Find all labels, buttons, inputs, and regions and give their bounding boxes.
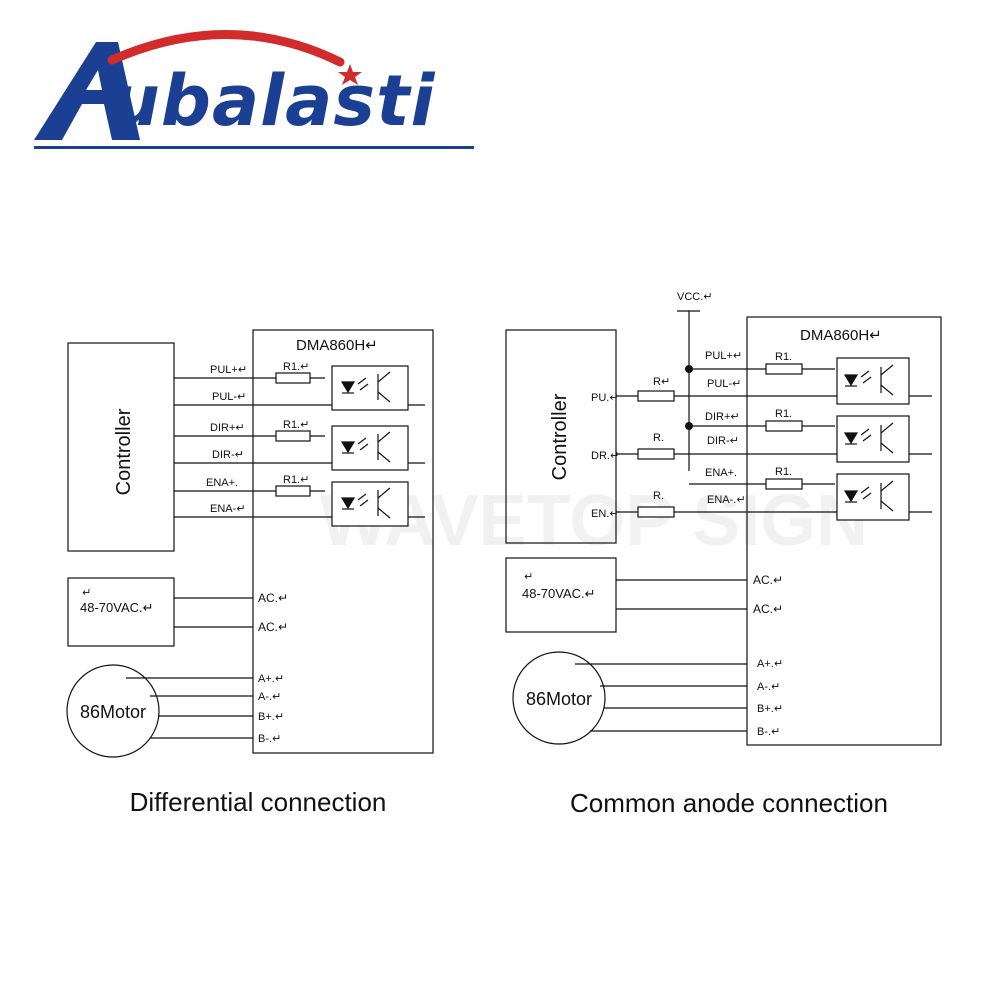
right-power-mark: ↵ xyxy=(524,571,533,583)
right-motor-pin-a-minus: A-.↵ xyxy=(757,681,780,693)
left-motor-label: 86Motor xyxy=(80,702,146,722)
right-ctrl-resistor-label-1: R↵ xyxy=(653,376,670,388)
logo-a-glyph xyxy=(34,42,140,140)
left-signal-ena-minus: ENA-↵ xyxy=(210,503,246,515)
left-opto-internals xyxy=(340,371,391,519)
right-optocoupler-1 xyxy=(836,357,910,405)
right-vcc-label: VCC.↵ xyxy=(677,291,713,303)
right-optocoupler-2 xyxy=(836,415,910,463)
logo-text: ubalasti xyxy=(110,60,436,142)
logo-a-notch xyxy=(86,70,102,90)
right-opto-3-symbol xyxy=(843,480,894,512)
right-opto-2-symbol xyxy=(843,422,894,454)
left-opto-3-symbol xyxy=(340,487,391,519)
right-opto-internals xyxy=(843,364,894,512)
right-controller-label: Controller xyxy=(549,393,571,480)
right-resistor-1 xyxy=(765,363,803,375)
logo-graphic xyxy=(34,30,474,149)
left-motor-circle xyxy=(66,664,160,758)
left-resistor-3 xyxy=(275,485,311,497)
left-signal-dir-minus: DIR-↵ xyxy=(212,449,244,461)
left-driver-title: DMA860H↵ xyxy=(296,337,378,354)
right-ctrl-pin-dr: DR.↵ xyxy=(591,450,619,462)
right-resistor-2 xyxy=(765,420,803,432)
left-signal-pul-plus: PUL+↵ xyxy=(210,364,247,376)
right-motor-label: 86Motor xyxy=(526,689,592,709)
left-motor-pin-b-minus: B-.↵ xyxy=(258,733,281,745)
right-ctrl-pin-pu: PU.↵ xyxy=(591,392,619,404)
left-optocoupler-1 xyxy=(331,365,409,411)
left-caption: Differential connection xyxy=(130,787,387,817)
right-junction-1 xyxy=(685,365,693,373)
left-optocoupler-3 xyxy=(331,481,409,527)
right-signal-dir-minus: DIR-↵ xyxy=(707,435,739,447)
right-ctrl-pin-en: EN.↵ xyxy=(591,508,619,520)
left-power-mark: ↵ xyxy=(82,587,91,599)
right-signal-dir-plus: DIR+↵ xyxy=(705,411,740,423)
left-resistor-1 xyxy=(275,372,311,384)
left-resistor-label-3: R1.↵ xyxy=(283,474,309,486)
logo-swoosh xyxy=(107,30,345,67)
left-ac-label-2: AC.↵ xyxy=(258,620,288,634)
left-optocoupler-2 xyxy=(331,425,409,471)
right-power-label: 48-70VAC.↵ xyxy=(522,586,596,601)
right-signal-ena-plus: ENA+. xyxy=(705,467,737,479)
left-signal-dir-plus: DIR+↵ xyxy=(210,422,245,434)
right-opto-1-symbol xyxy=(843,364,894,396)
left-resistor-label-1: R1.↵ xyxy=(283,361,309,373)
left-driver-box xyxy=(252,329,434,754)
brand-logo: ubalasti xyxy=(0,0,500,170)
watermark: WAVETOP SIGN xyxy=(320,481,868,561)
right-caption: Common anode connection xyxy=(570,788,888,818)
right-driver-box xyxy=(746,316,942,746)
right-motor-pin-b-plus: B+.↵ xyxy=(757,703,783,715)
right-resistor-label-1: R1. xyxy=(775,351,792,363)
right-ac-label-1: AC.↵ xyxy=(753,573,783,587)
right-resistor-label-3: R1. xyxy=(775,466,792,478)
right-junction-2 xyxy=(685,422,693,430)
logo-underline xyxy=(34,146,474,149)
left-motor-pin-b-plus: B+.↵ xyxy=(258,711,284,723)
left-opto-1-symbol xyxy=(340,371,391,403)
left-motor-pin-a-plus: A+.↵ xyxy=(258,673,284,685)
right-ctrl-resistor-1 xyxy=(637,390,675,402)
right-power-box xyxy=(505,557,617,633)
left-signal-ena-plus: ENA+. xyxy=(206,477,238,489)
right-resistor-3 xyxy=(765,478,803,490)
right-ctrl-resistor-3 xyxy=(637,506,675,518)
left-resistor-2 xyxy=(275,430,311,442)
left-ac-label-1: AC.↵ xyxy=(258,591,288,605)
right-motor-circle xyxy=(512,651,606,745)
logo-star-icon xyxy=(338,64,362,85)
right-resistor-label-2: R1. xyxy=(775,408,792,420)
left-power-label: 48-70VAC.↵ xyxy=(80,600,154,615)
left-opto-2-symbol xyxy=(340,431,391,463)
right-driver-title: DMA860H↵ xyxy=(800,327,882,344)
right-motor-pin-b-minus: B-.↵ xyxy=(757,726,780,738)
left-signal-pul-minus: PUL-↵ xyxy=(212,391,246,403)
right-ctrl-resistor-label-3: R. xyxy=(653,490,664,502)
right-ctrl-resistor-label-2: R. xyxy=(653,432,664,444)
right-ac-label-2: AC.↵ xyxy=(753,602,783,616)
right-signal-pul-plus: PUL+↵ xyxy=(705,350,742,362)
left-controller-box xyxy=(67,342,175,552)
left-power-box xyxy=(67,577,175,647)
right-controller-box xyxy=(505,329,617,544)
left-resistor-label-2: R1.↵ xyxy=(283,419,309,431)
left-diagram xyxy=(66,329,434,758)
right-optocoupler-3 xyxy=(836,473,910,521)
left-motor-pin-a-minus: A-.↵ xyxy=(258,691,281,703)
left-controller-label: Controller xyxy=(113,408,135,495)
right-motor-pin-a-plus: A+.↵ xyxy=(757,658,783,670)
right-signal-pul-minus: PUL-↵ xyxy=(707,378,741,390)
right-signal-ena-minus: ENA-.↵ xyxy=(707,494,746,506)
right-ctrl-resistor-2 xyxy=(637,448,675,460)
